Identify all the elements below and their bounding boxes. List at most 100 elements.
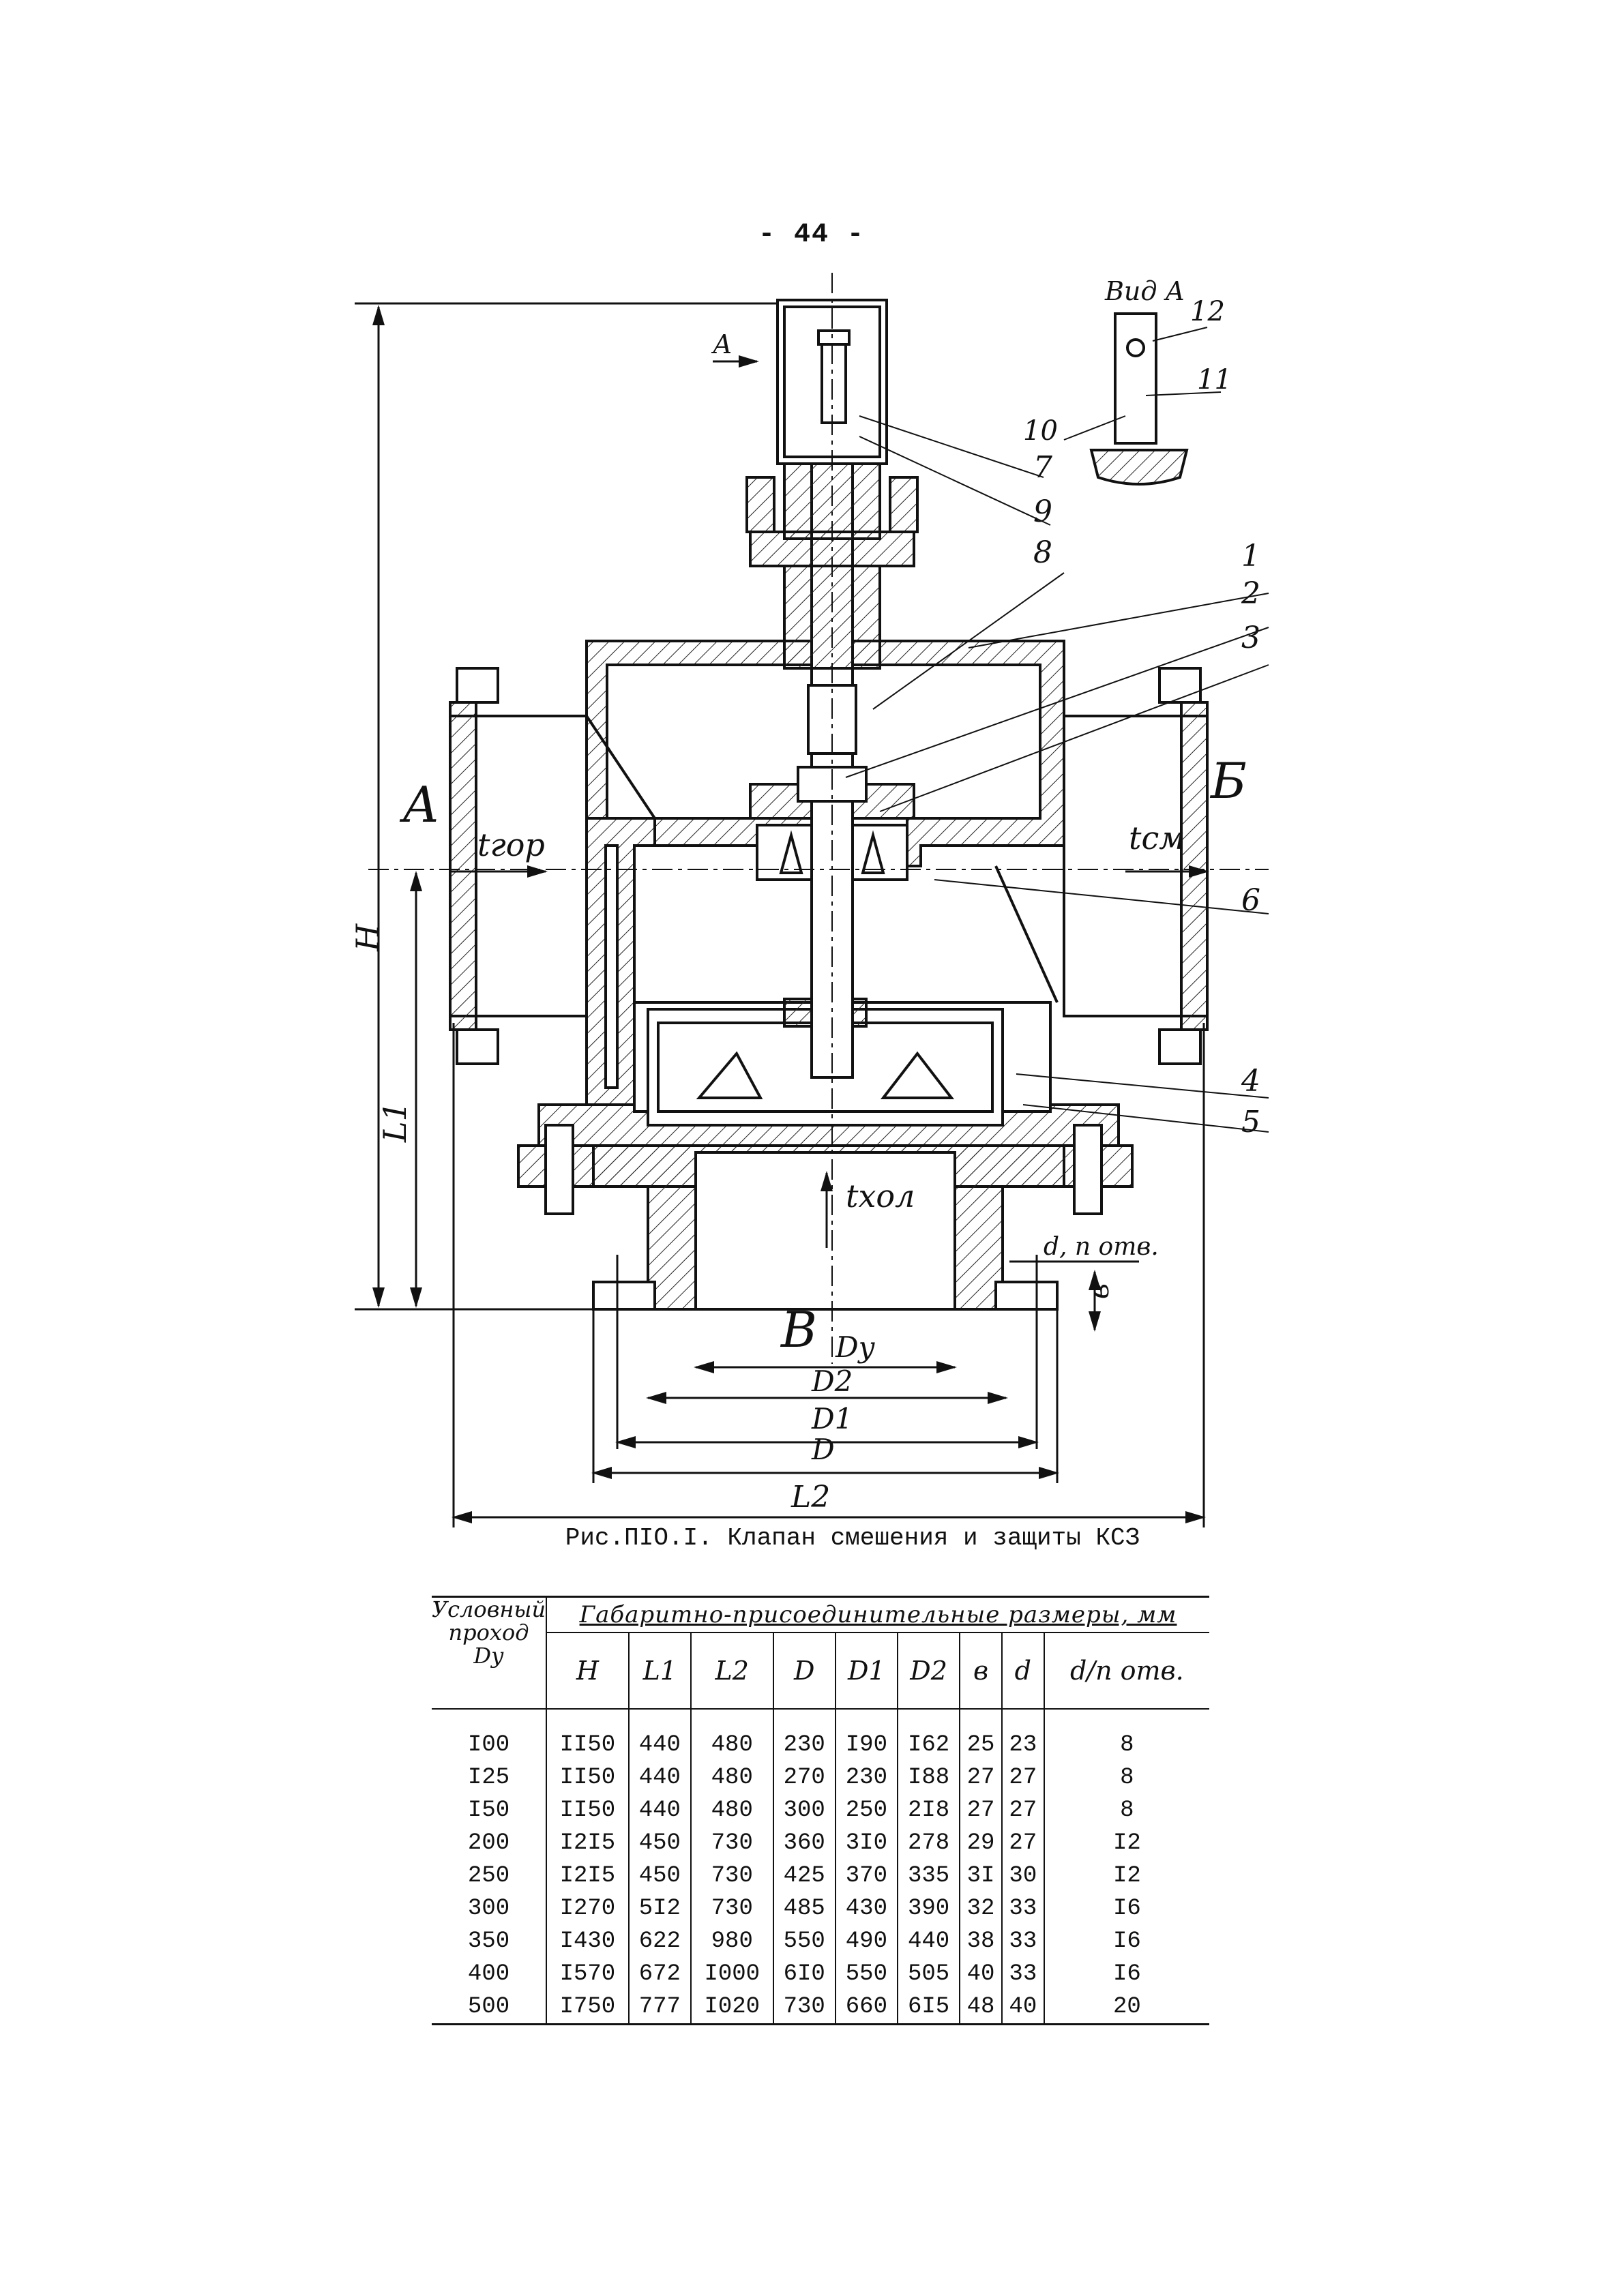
table-cell: 230 <box>772 1729 836 1761</box>
table-cell: 370 <box>834 1860 898 1892</box>
table-cell: 38 <box>959 1925 1002 1958</box>
table-cell: 550 <box>834 1958 898 1991</box>
callout-6: 6 <box>1241 883 1260 918</box>
col-b: в <box>959 1632 1002 1710</box>
col-holes: d/n отв. <box>1043 1632 1209 1710</box>
table-cell: 6I0 <box>772 1958 836 1991</box>
table-cell: I6 <box>1043 1925 1209 1958</box>
table-cell: 2I8 <box>896 1794 960 1827</box>
table-cell: 440 <box>896 1925 960 1958</box>
dim-b-label: в <box>1084 1283 1115 1299</box>
table-cell: 390 <box>896 1892 960 1925</box>
table-cell: 33 <box>1001 1892 1044 1925</box>
table-cell: 660 <box>834 1991 898 2025</box>
callout-8: 8 <box>1033 535 1052 570</box>
cell-dy: 300 <box>467 1896 510 1922</box>
callout-11: 11 <box>1197 364 1232 396</box>
callout-4: 4 <box>1241 1064 1260 1099</box>
dim-d1-label: D1 <box>811 1402 853 1435</box>
table-cell: I000 <box>690 1958 773 1991</box>
table-cell: 33 <box>1001 1958 1044 1991</box>
table-cell: 8 <box>1043 1729 1209 1761</box>
dimensions-table: Условный проход Dу Габаритно-присоединит… <box>432 1596 1209 2025</box>
table-cell: 300 <box>772 1794 836 1827</box>
table-cell: 25 <box>959 1729 1002 1761</box>
dim-l2-label: L2 <box>790 1480 830 1515</box>
table-cell: 480 <box>690 1794 773 1827</box>
arrow-a-label: А <box>711 329 733 359</box>
table-cell: 29 <box>959 1827 1002 1860</box>
table-cell: 27 <box>959 1761 1002 1794</box>
table-cell: 6I5 <box>896 1991 960 2025</box>
col-d1: D1 <box>834 1632 898 1710</box>
table-cell: 3I <box>959 1860 1002 1892</box>
dim-h-label: H <box>349 923 386 952</box>
table-cell: 485 <box>772 1892 836 1925</box>
table-cell: 5I2 <box>627 1892 691 1925</box>
col-l1: L1 <box>627 1632 691 1710</box>
callout-12: 12 <box>1190 296 1225 327</box>
dim-d-label: D <box>811 1433 835 1466</box>
table-cell: I88 <box>896 1761 960 1794</box>
table-cell: I430 <box>546 1925 629 1958</box>
table-cell: II50 <box>546 1729 629 1761</box>
cell-dy: I50 <box>467 1798 510 1823</box>
table-cell: II50 <box>546 1794 629 1827</box>
col-d: D <box>772 1632 836 1710</box>
table-cell: I750 <box>546 1991 629 2025</box>
table-cell: 730 <box>690 1892 773 1925</box>
table-cell: 450 <box>627 1860 691 1892</box>
table-cell: 30 <box>1001 1860 1044 1892</box>
table-cell: I2 <box>1043 1827 1209 1860</box>
cell-dy: I00 <box>467 1732 510 1758</box>
t-cold-label: tхол <box>846 1178 915 1214</box>
cell-dy: 500 <box>432 1991 547 2025</box>
table-cell: 278 <box>896 1827 960 1860</box>
dim-d2-label: D2 <box>811 1365 853 1398</box>
table-cell: 230 <box>834 1761 898 1794</box>
table-cell: 27 <box>959 1794 1002 1827</box>
table-cell: 33 <box>1001 1925 1044 1958</box>
table-cell: 27 <box>1001 1761 1044 1794</box>
table-cell: 440 <box>627 1729 691 1761</box>
table-cell: 980 <box>690 1925 773 1958</box>
table-cell: 777 <box>627 1991 691 2025</box>
cell-dy: 350 <box>467 1928 510 1954</box>
table-cell: 48 <box>959 1991 1002 2025</box>
table-cell: 672 <box>627 1958 691 1991</box>
table-cell: 40 <box>959 1958 1002 1991</box>
callout-5: 5 <box>1241 1105 1260 1139</box>
col-h: H <box>546 1632 629 1710</box>
table-cell: 250 <box>834 1794 898 1827</box>
cell-dy: 200 <box>467 1830 510 1856</box>
table-cell: 8 <box>1043 1794 1209 1827</box>
table-cell: 730 <box>690 1860 773 1892</box>
valve-drawing: Вид А А А Б В tгор tсм tхол H L1 L2 D D1 <box>349 273 1269 1527</box>
table-cell: 430 <box>834 1892 898 1925</box>
table-cell: 425 <box>772 1860 836 1892</box>
table-cell: I2I5 <box>546 1827 629 1860</box>
table-cell: 27 <box>1001 1827 1044 1860</box>
callout-3: 3 <box>1241 621 1260 655</box>
table-cell: 23 <box>1001 1729 1044 1761</box>
table-cell: I570 <box>546 1958 629 1991</box>
cell-dy: 400 <box>467 1961 510 1987</box>
table-cell: 505 <box>896 1958 960 1991</box>
callout-9: 9 <box>1033 494 1052 529</box>
view-a-inset <box>1089 312 1189 486</box>
table-cell: 8 <box>1043 1761 1209 1794</box>
table-cell: 730 <box>690 1827 773 1860</box>
table-cell: 27 <box>1001 1794 1044 1827</box>
table-cell: I6 <box>1043 1958 1209 1991</box>
cell-dy: I25 <box>467 1765 510 1791</box>
callout-7: 7 <box>1033 450 1052 485</box>
